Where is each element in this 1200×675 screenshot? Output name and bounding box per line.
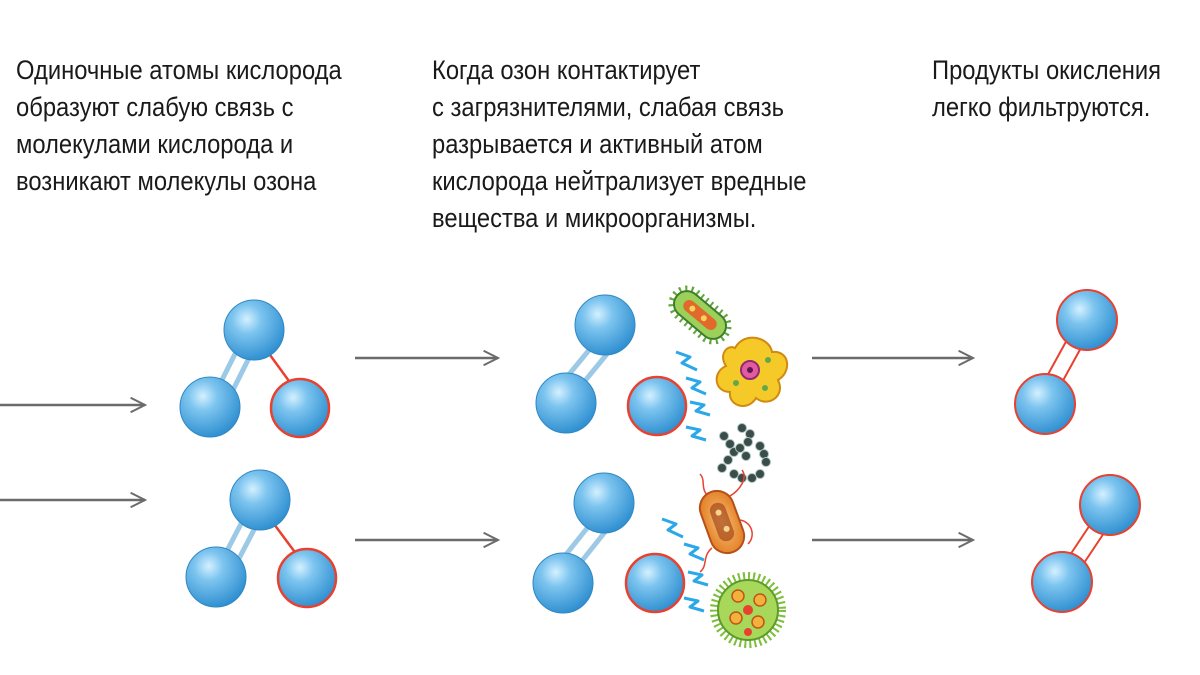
oxygen-atom-icon bbox=[1056, 289, 1118, 351]
reaction-bottom bbox=[532, 469, 786, 648]
oxygen-molecule-top bbox=[1014, 289, 1118, 435]
bacterium-icon bbox=[698, 469, 753, 573]
oxygen-atom-icon bbox=[223, 299, 285, 361]
spark-icon bbox=[685, 376, 707, 396]
reaction-top bbox=[535, 285, 788, 483]
oxygen-atom-icon bbox=[1014, 373, 1076, 435]
oxygen-molecule-bottom bbox=[1031, 474, 1141, 613]
bacterium-icon bbox=[668, 285, 732, 345]
caption-ozone-formation: Одиночные атомы кислорода образуют слабу… bbox=[16, 55, 342, 196]
active-oxygen-atom-icon bbox=[626, 375, 688, 437]
spark-icon bbox=[689, 400, 711, 417]
ozone-molecule-bottom bbox=[185, 469, 338, 609]
arrows bbox=[0, 358, 973, 540]
active-oxygen-atom-icon bbox=[269, 377, 331, 439]
oxygen-atom-icon bbox=[574, 294, 636, 356]
spark-icon bbox=[661, 517, 684, 539]
amoeba-icon bbox=[715, 336, 788, 407]
spark-icon bbox=[683, 596, 705, 613]
ozone-molecule-top bbox=[179, 299, 331, 439]
spark-icon bbox=[683, 542, 705, 562]
oxygen-atom-icon bbox=[535, 372, 597, 434]
oxygen-atom-icon bbox=[229, 469, 291, 531]
spark-icon bbox=[685, 425, 707, 442]
oxygen-atom-icon bbox=[185, 546, 247, 608]
bacterium-icon bbox=[717, 423, 771, 483]
spark-icon bbox=[675, 350, 698, 372]
oxygen-atom-icon bbox=[532, 552, 594, 614]
caption-filtration: Продукты окисления легко фильтруются. bbox=[932, 55, 1162, 122]
oxygen-atom-icon bbox=[1079, 474, 1141, 536]
active-oxygen-atom-icon bbox=[624, 552, 686, 614]
spark-icon bbox=[687, 570, 709, 587]
oxygen-atom-icon bbox=[1031, 551, 1093, 613]
oxygen-atom-icon bbox=[179, 376, 241, 438]
active-oxygen-atom-icon bbox=[276, 547, 338, 609]
oxygen-atom-icon bbox=[573, 472, 635, 534]
virus-icon bbox=[710, 572, 786, 648]
caption-ozone-reaction: Когда озон контактирует с загрязнителями… bbox=[432, 55, 807, 233]
